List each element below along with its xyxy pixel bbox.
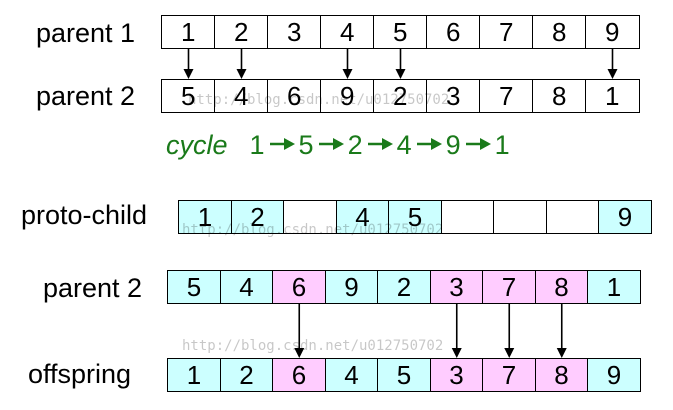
parent2-top-cell: 7 (479, 79, 534, 113)
parent2-top-cell: 8 (532, 79, 587, 113)
watermark-bottom: http://blog.csdn.net/u012750702 (182, 338, 444, 354)
proto-child-cell (440, 200, 495, 234)
cycle-sequence: 1 5 2 4 9 1 (250, 130, 510, 161)
proto-child-cell (283, 200, 337, 234)
parent2-bottom-cell: 9 (324, 270, 379, 304)
top-mapping-arrow (342, 49, 353, 79)
bottom-mapping-arrow (451, 304, 462, 358)
parent2-bottom-cell: 6 (272, 270, 326, 304)
proto-child-cell (545, 200, 600, 234)
parent1-cell: 1 (161, 15, 216, 49)
proto-child-cell: 1 (178, 200, 232, 234)
bottom-mapping-arrow (556, 304, 567, 358)
parent2-bottom-cell: 7 (482, 270, 536, 304)
top-mapping-arrow (183, 49, 194, 79)
top-mapping-arrow (395, 49, 406, 79)
top-mapping-arrow (607, 49, 618, 79)
parent1-cell: 4 (320, 15, 375, 49)
offspring-cell: 4 (324, 358, 379, 392)
parent2-top-label: parent 2 (36, 81, 136, 111)
cycle-arrow-icon (318, 137, 344, 150)
parent1-cell: 3 (267, 15, 322, 49)
cycle-word: cycle (166, 129, 228, 160)
offspring-cell: 3 (429, 358, 484, 392)
proto-child-cell (493, 200, 547, 234)
offspring-cell: 2 (219, 358, 274, 392)
cycle-arrow-icon (416, 137, 442, 150)
parent1-cell: 6 (426, 15, 481, 49)
cycle-number: 1 (494, 129, 510, 160)
offspring-label: offspring (28, 359, 132, 389)
parent2-top-cell: 1 (585, 79, 640, 113)
parent2-bottom-cell: 5 (167, 270, 221, 304)
cycle-line: cycle 1 5 2 4 9 1 (166, 128, 510, 162)
offspring-cell: 7 (482, 358, 536, 392)
parent1-cell: 2 (214, 15, 269, 49)
parent2-bottom-cell: 3 (429, 270, 484, 304)
parent2-bottom-label: parent 2 (43, 273, 143, 303)
parent2-bottom-cell: 1 (587, 270, 641, 304)
parent2-top-cell: 5 (161, 79, 216, 113)
parent2-top-cell: 9 (320, 79, 375, 113)
bottom-mapping-arrow (294, 304, 305, 358)
proto-child-cell: 9 (598, 200, 652, 234)
cycle-number: 5 (298, 129, 314, 160)
offspring-cell: 6 (272, 358, 326, 392)
parent2-bottom-cell: 8 (534, 270, 589, 304)
proto-child-cell: 2 (230, 200, 285, 234)
offspring-cell: 1 (167, 358, 221, 392)
parent1-cell: 8 (532, 15, 587, 49)
cycle-number: 2 (347, 129, 363, 160)
top-mapping-arrow (236, 49, 247, 79)
parent2-top-cell: 2 (373, 79, 428, 113)
parent2-top-cell: 3 (426, 79, 481, 113)
cycle-number: 4 (396, 129, 412, 160)
parent1-cell: 9 (585, 15, 640, 49)
proto-child-cell: 5 (388, 200, 442, 234)
cycle-number: 1 (249, 129, 265, 160)
bottom-mapping-arrow (504, 304, 515, 358)
cycle-arrow-icon (465, 137, 491, 150)
offspring-cell: 5 (377, 358, 431, 392)
parent1-cell: 7 (479, 15, 534, 49)
parent2-bottom-cell: 2 (377, 270, 431, 304)
parent2-top-cell: 4 (214, 79, 269, 113)
cycle-number: 9 (445, 129, 461, 160)
proto-child-cell: 4 (335, 200, 390, 234)
parent2-bottom-cell: 4 (219, 270, 274, 304)
parent1-cell: 5 (373, 15, 428, 49)
offspring-cell: 9 (587, 358, 641, 392)
parent2-top-cell: 6 (267, 79, 322, 113)
cycle-arrow-icon (367, 137, 393, 150)
parent1-label: parent 1 (36, 18, 136, 48)
cycle-arrow-icon (269, 137, 295, 150)
offspring-cell: 8 (534, 358, 589, 392)
proto-child-label: proto-child (21, 200, 148, 230)
